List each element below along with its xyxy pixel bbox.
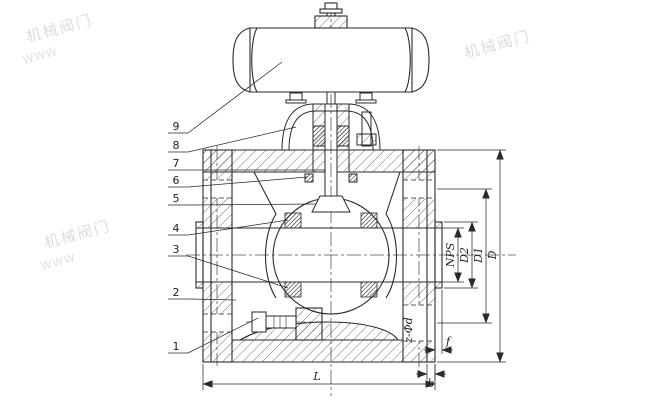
bonnet xyxy=(304,103,377,183)
gland-bolt xyxy=(361,111,372,147)
actuator xyxy=(232,2,430,93)
yoke-bolt xyxy=(359,92,373,101)
part-number-8: 8 xyxy=(173,139,180,152)
dim-label-d: D xyxy=(486,250,499,260)
part-number-9: 9 xyxy=(173,120,180,133)
part-number-labels: 9 8 7 6 5 4 3 2 1 xyxy=(173,120,180,353)
part-number-7: 7 xyxy=(173,157,180,170)
packing xyxy=(312,125,326,147)
watermark-text: 机械阀门 xyxy=(42,217,112,252)
watermark-text: 机械阀门 xyxy=(462,27,532,62)
part-number-5: 5 xyxy=(173,192,180,205)
watermark-text: WWW xyxy=(39,251,77,273)
stem-cap xyxy=(314,15,348,29)
dimension-labels: NPS D2 D1 D z-Φd f b L xyxy=(312,242,499,390)
dim-label-l: L xyxy=(312,370,320,383)
yoke-bracket xyxy=(281,92,381,151)
top-washer xyxy=(319,8,343,14)
watermark-text: 机械阀门 xyxy=(24,11,94,46)
yoke-bolt xyxy=(289,92,303,101)
dim-label-d1: D1 xyxy=(472,247,485,264)
part-number-4: 4 xyxy=(173,222,180,235)
part-number-6: 6 xyxy=(173,174,180,187)
dim-label-f: f xyxy=(445,335,452,348)
part-number-2: 2 xyxy=(173,286,180,299)
part-number-3: 3 xyxy=(173,243,180,256)
flange-bolt-holes xyxy=(203,180,435,341)
valve-body xyxy=(195,149,443,363)
drain-bolt xyxy=(251,311,297,333)
dim-label-nps: NPS xyxy=(444,242,457,268)
seat-rings xyxy=(284,212,378,298)
top-bolt xyxy=(324,2,338,10)
part-leaders xyxy=(168,61,326,354)
part-number-1: 1 xyxy=(173,340,180,353)
dim-label-bolt-holes: z-Φd xyxy=(402,317,415,344)
gasket xyxy=(304,173,314,183)
watermark-text: WWW xyxy=(21,45,59,67)
dimension-lines xyxy=(202,149,506,390)
dim-label-d2: D2 xyxy=(458,247,471,264)
dim-label-b: b xyxy=(427,377,434,390)
